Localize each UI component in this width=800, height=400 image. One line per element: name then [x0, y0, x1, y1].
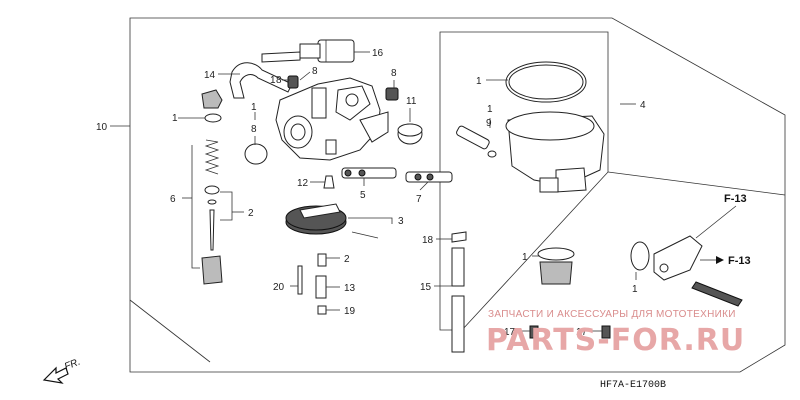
part-3-float [285, 203, 379, 239]
callout-17-b: 17 [576, 327, 588, 338]
watermark-brand: PARTS-FOR.RU [486, 323, 745, 358]
part-17-screw-a [529, 325, 539, 339]
part-8-clip-top [287, 75, 299, 89]
callout-20: 20 [273, 282, 285, 293]
callout-19: 19 [344, 306, 356, 317]
part-1-ring-left [204, 113, 222, 123]
left-subframe [129, 299, 211, 363]
callout-6: 6 [170, 194, 176, 205]
part-1-o-ring-right [630, 241, 650, 271]
frame-ref-f13-top: F-13 [724, 193, 747, 205]
callout-18-top: 1 [270, 75, 276, 86]
part-1-cap-top [201, 89, 223, 109]
callout-10: 10 [96, 122, 108, 133]
callout-16: 16 [372, 48, 384, 59]
drain-bolt-assembly [653, 235, 743, 307]
part-15-tube [451, 247, 465, 353]
callout-13: 13 [344, 283, 356, 294]
main-assembly-frame [129, 17, 786, 373]
callout-14: 14 [204, 70, 216, 81]
callout-8-right: 8 [391, 68, 397, 79]
callout-17-a: 17 [504, 327, 516, 338]
part-1-washer [487, 150, 497, 158]
callout-5: 5 [360, 190, 366, 201]
part-2-valve [317, 253, 327, 267]
callout-8-left: 8 [251, 124, 257, 135]
callout-15: 15 [420, 282, 432, 293]
carburetor-body [275, 77, 389, 161]
callout-3: 3 [398, 216, 404, 227]
part-19-plug [317, 305, 327, 315]
callout-11: 11 [406, 96, 417, 107]
part-9-screw [456, 125, 490, 150]
part-14-hose [229, 51, 301, 99]
callout-12: 12 [297, 178, 309, 189]
callout-leaders [110, 51, 737, 332]
callout-1-mid: 1 [251, 102, 257, 113]
part-11-cap [397, 123, 423, 145]
part-8-clip-right [385, 87, 399, 101]
callout-8-top-suffix: 8 [276, 75, 282, 86]
frame-ref-f13-right: F-13 [728, 255, 751, 267]
callout-9: 9 [486, 118, 492, 129]
part-6-piston [201, 255, 223, 285]
part-2-jet-needle [204, 185, 220, 251]
callout-4: 4 [640, 100, 646, 111]
callout-18: 18 [422, 235, 434, 246]
part-8-o-ring [244, 143, 268, 165]
part-4-float-chamber [505, 111, 605, 193]
part-7-screw-set [405, 171, 453, 183]
part-20-jet [297, 265, 303, 295]
part-16-connector [299, 39, 355, 63]
part-1-gasket-ring [505, 61, 587, 103]
callout-2-lower: 2 [344, 254, 350, 265]
callout-1-o-ring: 1 [632, 284, 638, 295]
drain-subframe [607, 171, 786, 196]
part-18-clip [451, 231, 467, 243]
part-17-screw-b [601, 325, 611, 339]
drawing-code: HF7A-E1700B [600, 380, 666, 391]
watermark-tagline: ЗАПЧАСТИ И АКСЕССУАРЫ ДЛЯ МОТОТЕХНИКИ [488, 309, 736, 320]
front-label: FR. [63, 357, 82, 373]
callout-1-chamber: 1 [487, 104, 493, 115]
part-13-jet [315, 275, 327, 299]
callout-7: 7 [416, 194, 422, 205]
front-arrow-icon [42, 366, 69, 384]
part-6-spring [204, 139, 220, 175]
part-12-jet [323, 175, 335, 189]
callout-1-gasket: 1 [476, 76, 482, 87]
callout-8-top: 8 [312, 66, 318, 77]
callout-2-upper: 2 [248, 208, 254, 219]
callout-1-left: 1 [172, 113, 178, 124]
part-5-screw-set [341, 167, 397, 179]
callout-1-drain: 1 [522, 252, 528, 263]
part-1-drain-cup [537, 247, 575, 285]
float-chamber-subframe [439, 31, 609, 331]
